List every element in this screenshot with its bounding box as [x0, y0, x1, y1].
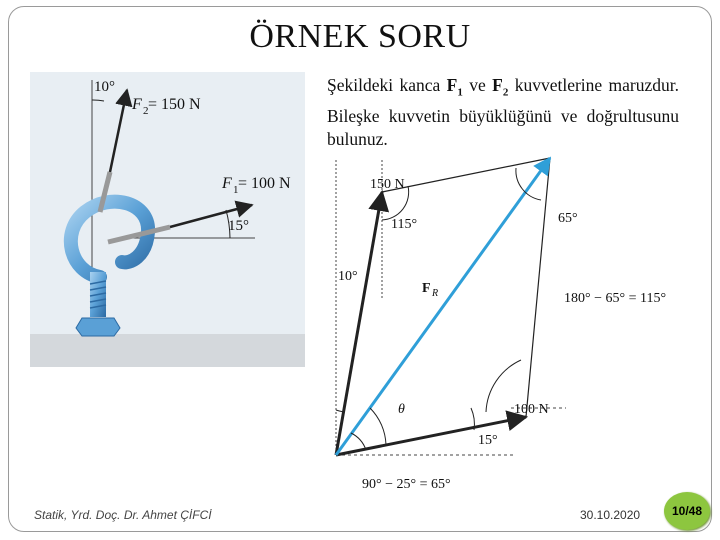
force-f1-sub: 1	[233, 184, 239, 196]
hook-angle-15-label: 15°	[228, 218, 249, 234]
arc-115	[381, 185, 410, 221]
parallelogram-figure: 150 N 115° 65° 10° F R 180° − 65° = 115°…	[334, 156, 666, 492]
hook-nut	[75, 317, 121, 337]
side-150n-top	[525, 157, 551, 418]
force-f1-value: = 100 N	[238, 175, 291, 192]
side-100n-top	[381, 157, 551, 193]
problem-text-start: Şekildeki kanca	[327, 75, 447, 95]
problem-text-mid: ve	[462, 75, 493, 95]
force-f1-label: F	[221, 175, 232, 192]
footer-date: 30.10.2020	[580, 508, 641, 522]
resultant-label: F	[422, 281, 431, 296]
side-100n-bottom	[335, 410, 529, 457]
force-f1-symbol: F1	[446, 75, 463, 99]
label-90-25-65: 90° − 25° = 65°	[362, 477, 451, 492]
resultant-arrow	[334, 156, 552, 456]
resultant-sub: R	[431, 288, 438, 299]
arc-65	[515, 167, 542, 201]
arc-bottom	[350, 432, 367, 451]
force-f2-arrow	[108, 88, 133, 173]
label-10-deg: 10°	[338, 269, 358, 284]
page-number-badge: 10/48	[664, 492, 710, 530]
hook-threads	[89, 280, 107, 309]
angle-arc-10	[91, 99, 105, 102]
arc-10	[335, 409, 345, 413]
force-f2-label: F	[131, 96, 142, 113]
hook-figure: 10° F 2 = 150 N F 1 = 100 N 15°	[30, 72, 305, 367]
arc-theta	[369, 407, 387, 446]
hook-ring	[63, 194, 155, 284]
rope-f2	[97, 171, 113, 213]
label-65-deg: 65°	[558, 211, 578, 226]
side-150n-bottom	[334, 189, 390, 456]
problem-statement: Şekildeki kanca F1 ve F2 kuvvetlerine ma…	[327, 74, 679, 151]
label-100n: 100 N	[514, 402, 549, 417]
rope-f1	[107, 224, 171, 245]
label-180-65-115: 180° − 65° = 115°	[564, 291, 666, 306]
problem-text-rest: kuvvetlerine maruzdur. Bileşke kuvvetin …	[327, 75, 679, 149]
hook-figure-background	[30, 72, 305, 334]
hook-angle-10-label: 10°	[94, 79, 115, 95]
force-f1-arrow	[169, 200, 254, 229]
label-115-deg: 115°	[391, 217, 417, 232]
force-f2-symbol: F2	[492, 75, 509, 99]
slide-title: ÖRNEK SORU	[249, 18, 471, 55]
base-plate	[30, 334, 305, 367]
footer-author: Statik, Yrd. Doç. Dr. Ahmet ÇİFCİ	[34, 508, 212, 522]
arc-15	[470, 407, 475, 431]
label-150n: 150 N	[370, 177, 405, 192]
label-theta: θ	[398, 402, 405, 417]
force-f2-sub: 2	[143, 105, 149, 117]
slide-frame	[8, 6, 712, 532]
label-15-deg: 15°	[478, 433, 498, 448]
force-f2-value: = 150 N	[148, 96, 201, 113]
arc-180-115	[485, 359, 522, 413]
angle-arc-15	[225, 209, 231, 239]
